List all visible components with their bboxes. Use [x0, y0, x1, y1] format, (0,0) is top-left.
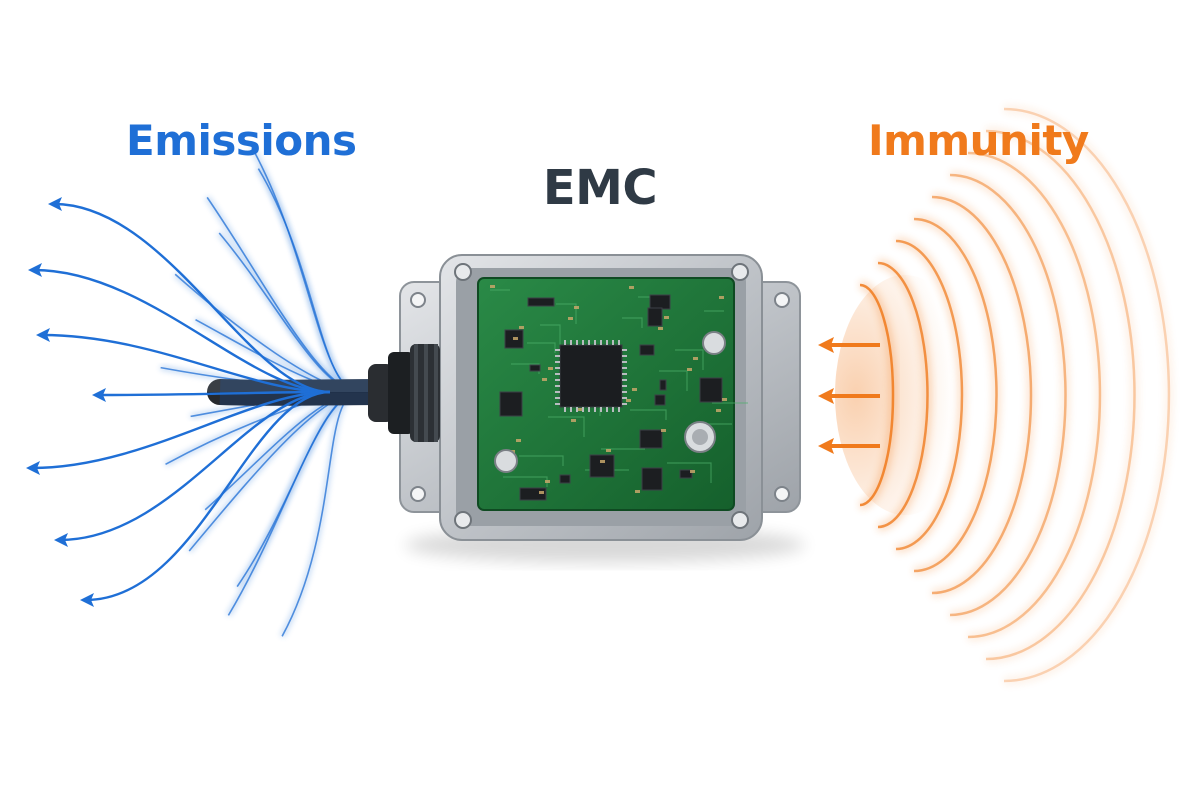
emission-arrow-line	[31, 390, 331, 470]
immunity-wave	[931, 195, 1033, 595]
pcb-chip	[529, 364, 541, 372]
device-enclosure-icon	[399, 254, 805, 563]
pcb-chip	[654, 394, 666, 406]
immunity-waves	[835, 105, 1173, 685]
pcb-chip	[647, 307, 663, 327]
arrow-left-icon	[48, 197, 62, 211]
emission-arrow-line	[33, 268, 331, 394]
immunity-wave	[877, 261, 929, 529]
pcb-chip	[659, 379, 667, 391]
immunity-wave-glow	[1003, 105, 1173, 685]
emc-title: EMC	[542, 160, 658, 216]
pcb-chip	[639, 344, 655, 356]
immunity-wave	[949, 173, 1067, 617]
immunity-arrow-icons	[818, 337, 880, 454]
immunity-wave	[895, 239, 964, 551]
pcb-chip	[649, 294, 671, 310]
pcb-chip	[499, 391, 523, 417]
emission-arrow-line	[59, 390, 331, 542]
pcb-chip	[639, 429, 663, 449]
arrow-left-icon	[818, 438, 834, 454]
arrow-left-icon	[92, 388, 106, 402]
chip-pins	[555, 340, 627, 412]
pcb-chip	[679, 469, 693, 479]
immunity-wave	[1003, 107, 1171, 683]
emission-arrow-icons	[26, 197, 331, 607]
emission-field-glow	[205, 195, 361, 395]
emission-arrow-line	[53, 202, 331, 394]
pcb-chip	[641, 467, 663, 491]
emission-field-line	[206, 196, 361, 393]
immunity-wave	[985, 129, 1136, 661]
arrow-left-icon	[818, 337, 834, 353]
arrow-left-icon	[80, 593, 94, 607]
pcb-chip	[699, 377, 723, 403]
arrow-left-icon	[26, 461, 40, 475]
emissions-title: Emissions	[126, 116, 357, 165]
immunity-wave-glow	[985, 127, 1139, 663]
pcb-chip	[559, 474, 571, 484]
immunity-wave	[913, 217, 998, 573]
pcb-chip	[589, 454, 615, 478]
emission-arrow-line	[41, 333, 331, 394]
arrow-left-icon	[28, 263, 42, 277]
immunity-wave	[967, 151, 1102, 639]
pcb-components	[490, 285, 748, 501]
cable-gland-icon	[368, 344, 440, 442]
immunity-wave-glow	[967, 149, 1104, 641]
pcb-chip	[527, 297, 555, 307]
arrow-left-icon	[818, 388, 834, 404]
immunity-wave	[859, 283, 895, 507]
arrow-left-icon	[54, 533, 68, 547]
arrow-left-icon	[36, 328, 50, 342]
emission-arrow-line	[85, 390, 331, 602]
emission-arrow-line	[97, 390, 331, 397]
